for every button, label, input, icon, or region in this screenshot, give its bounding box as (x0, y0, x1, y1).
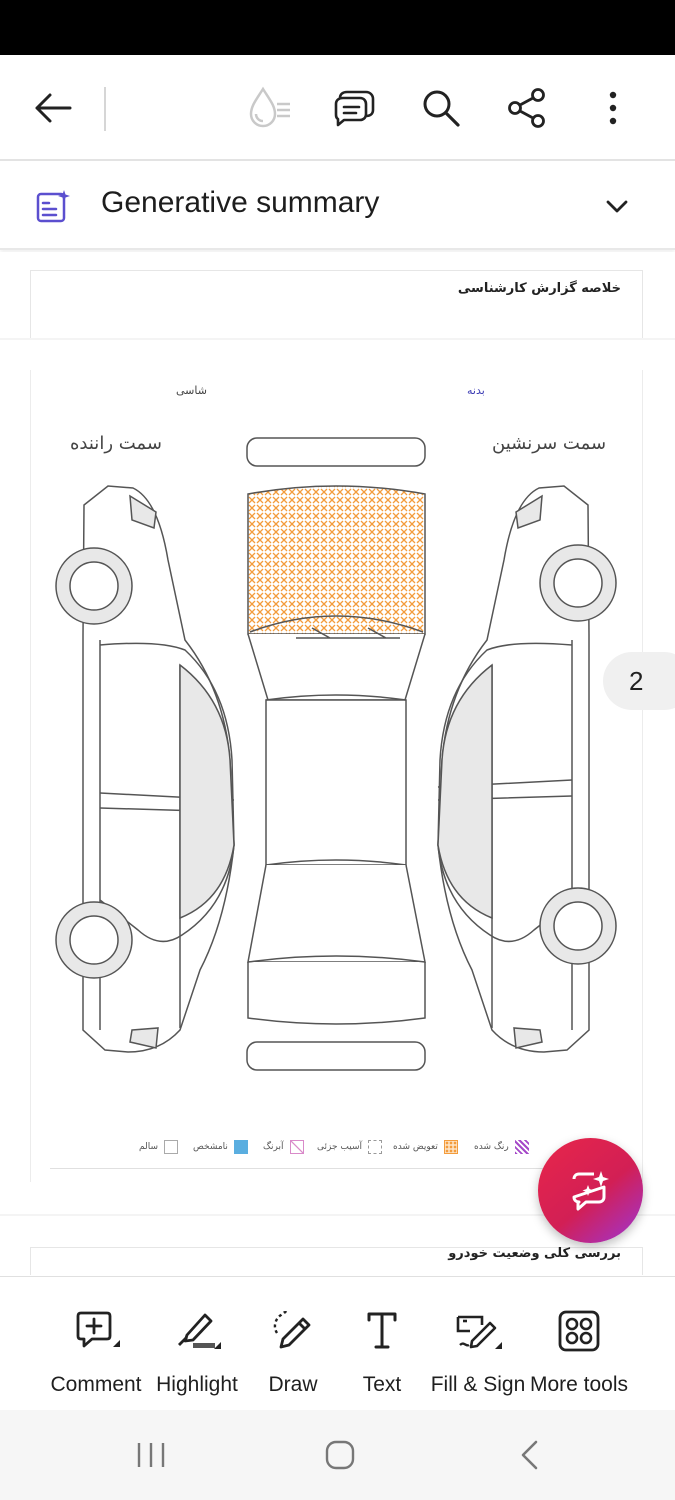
share-icon[interactable] (502, 83, 552, 133)
roof (265, 699, 407, 866)
ai-assistant-icon (572, 1170, 609, 1210)
legend-minor-damage: آسیب جزئی (317, 1138, 382, 1156)
search-icon[interactable] (416, 83, 466, 133)
trunk (247, 962, 426, 1025)
draw-icon (269, 1307, 317, 1355)
legend-swatch-replaced (443, 1140, 458, 1154)
toolbar-divider (104, 87, 106, 131)
label-passenger-side: سمت سرنشین (492, 433, 607, 454)
home-icon[interactable] (324, 1439, 356, 1471)
more-tools-icon (555, 1307, 603, 1355)
legend-label-painted: رنگ شده (474, 1142, 509, 1152)
text-tool-label: Text (362, 1373, 402, 1396)
legend-label-healthy: سالم (139, 1142, 159, 1152)
hood-replaced (247, 485, 426, 635)
comment-tool-label: Comment (50, 1373, 142, 1396)
chevron-down-icon[interactable] (604, 196, 630, 216)
legend-watercolor: آبرنگ (263, 1138, 304, 1156)
fill-sign-tool-button[interactable]: Fill & Sign (430, 1307, 526, 1407)
comment-tool-button[interactable]: Comment (49, 1307, 143, 1407)
system-navigation-bar (0, 1410, 675, 1500)
legend-healthy: سالم (139, 1138, 179, 1156)
read-aloud-icon[interactable] (244, 83, 294, 133)
recent-apps-icon[interactable] (136, 1440, 166, 1470)
section-title-expert-summary: خلاصه گزارش کارشناسی (457, 281, 621, 296)
highlight-tool-label: Highlight (156, 1373, 238, 1396)
page-1: خلاصه گزارش کارشناسی (0, 252, 675, 338)
legend-divider (50, 1168, 633, 1169)
section-title-vehicle-status: بررسی کلی وضعیت خودرو (448, 1246, 621, 1261)
legend-swatch-watercolor (289, 1140, 304, 1154)
section-box (30, 1247, 643, 1275)
text-icon (358, 1307, 406, 1355)
rear-bumper (246, 1041, 426, 1071)
generative-summary-title: Generative summary (101, 186, 380, 219)
legend-swatch-minor-damage (368, 1140, 382, 1154)
status-bar (0, 0, 675, 55)
legend-painted: رنگ شده (474, 1138, 529, 1156)
diagram-frame (30, 370, 643, 1182)
text-tool-button[interactable]: Text (358, 1307, 406, 1407)
top-toolbar (0, 55, 675, 161)
highlight-icon (173, 1307, 221, 1355)
legend-swatch-healthy (164, 1140, 179, 1154)
label-driver-side: سمت راننده (70, 433, 162, 454)
legend-unknown: نامشخص (193, 1138, 248, 1156)
ai-assistant-button[interactable] (538, 1138, 643, 1243)
label-chassis: شاسی (176, 384, 207, 397)
draw-tool-label: Draw (268, 1373, 318, 1396)
page-number-badge[interactable]: 2 (603, 652, 675, 710)
more-options-icon[interactable] (588, 83, 638, 133)
more-tools-button[interactable]: More tools (530, 1307, 628, 1407)
legend-swatch-unknown (233, 1140, 248, 1154)
system-back-icon[interactable] (518, 1439, 542, 1471)
generative-summary-icon (36, 189, 72, 223)
bottom-toolbar: Comment Highlight Draw Text Fill & Sign … (0, 1276, 675, 1410)
legend-label-minor-damage: آسیب جزئی (317, 1142, 362, 1152)
back-arrow-icon[interactable] (27, 83, 77, 133)
label-body: بدنه (467, 384, 485, 397)
fill-sign-icon (454, 1307, 502, 1355)
draw-tool-button[interactable]: Draw (262, 1307, 324, 1407)
fill-sign-tool-label: Fill & Sign (430, 1373, 526, 1396)
legend-label-unknown: نامشخص (193, 1142, 228, 1152)
legend-replaced: تعویض شده (393, 1138, 458, 1156)
comment-add-icon (72, 1307, 120, 1355)
generative-summary-bar[interactable]: Generative summary (0, 162, 675, 250)
comments-icon[interactable] (329, 83, 379, 133)
more-tools-label: More tools (529, 1373, 629, 1396)
highlight-tool-button[interactable]: Highlight (155, 1307, 239, 1407)
section-box (30, 270, 643, 338)
legend-label-replaced: تعویض شده (393, 1142, 438, 1152)
legend-swatch-painted (514, 1140, 529, 1154)
front-bumper (246, 437, 426, 467)
legend-label-watercolor: آبرنگ (263, 1142, 284, 1152)
